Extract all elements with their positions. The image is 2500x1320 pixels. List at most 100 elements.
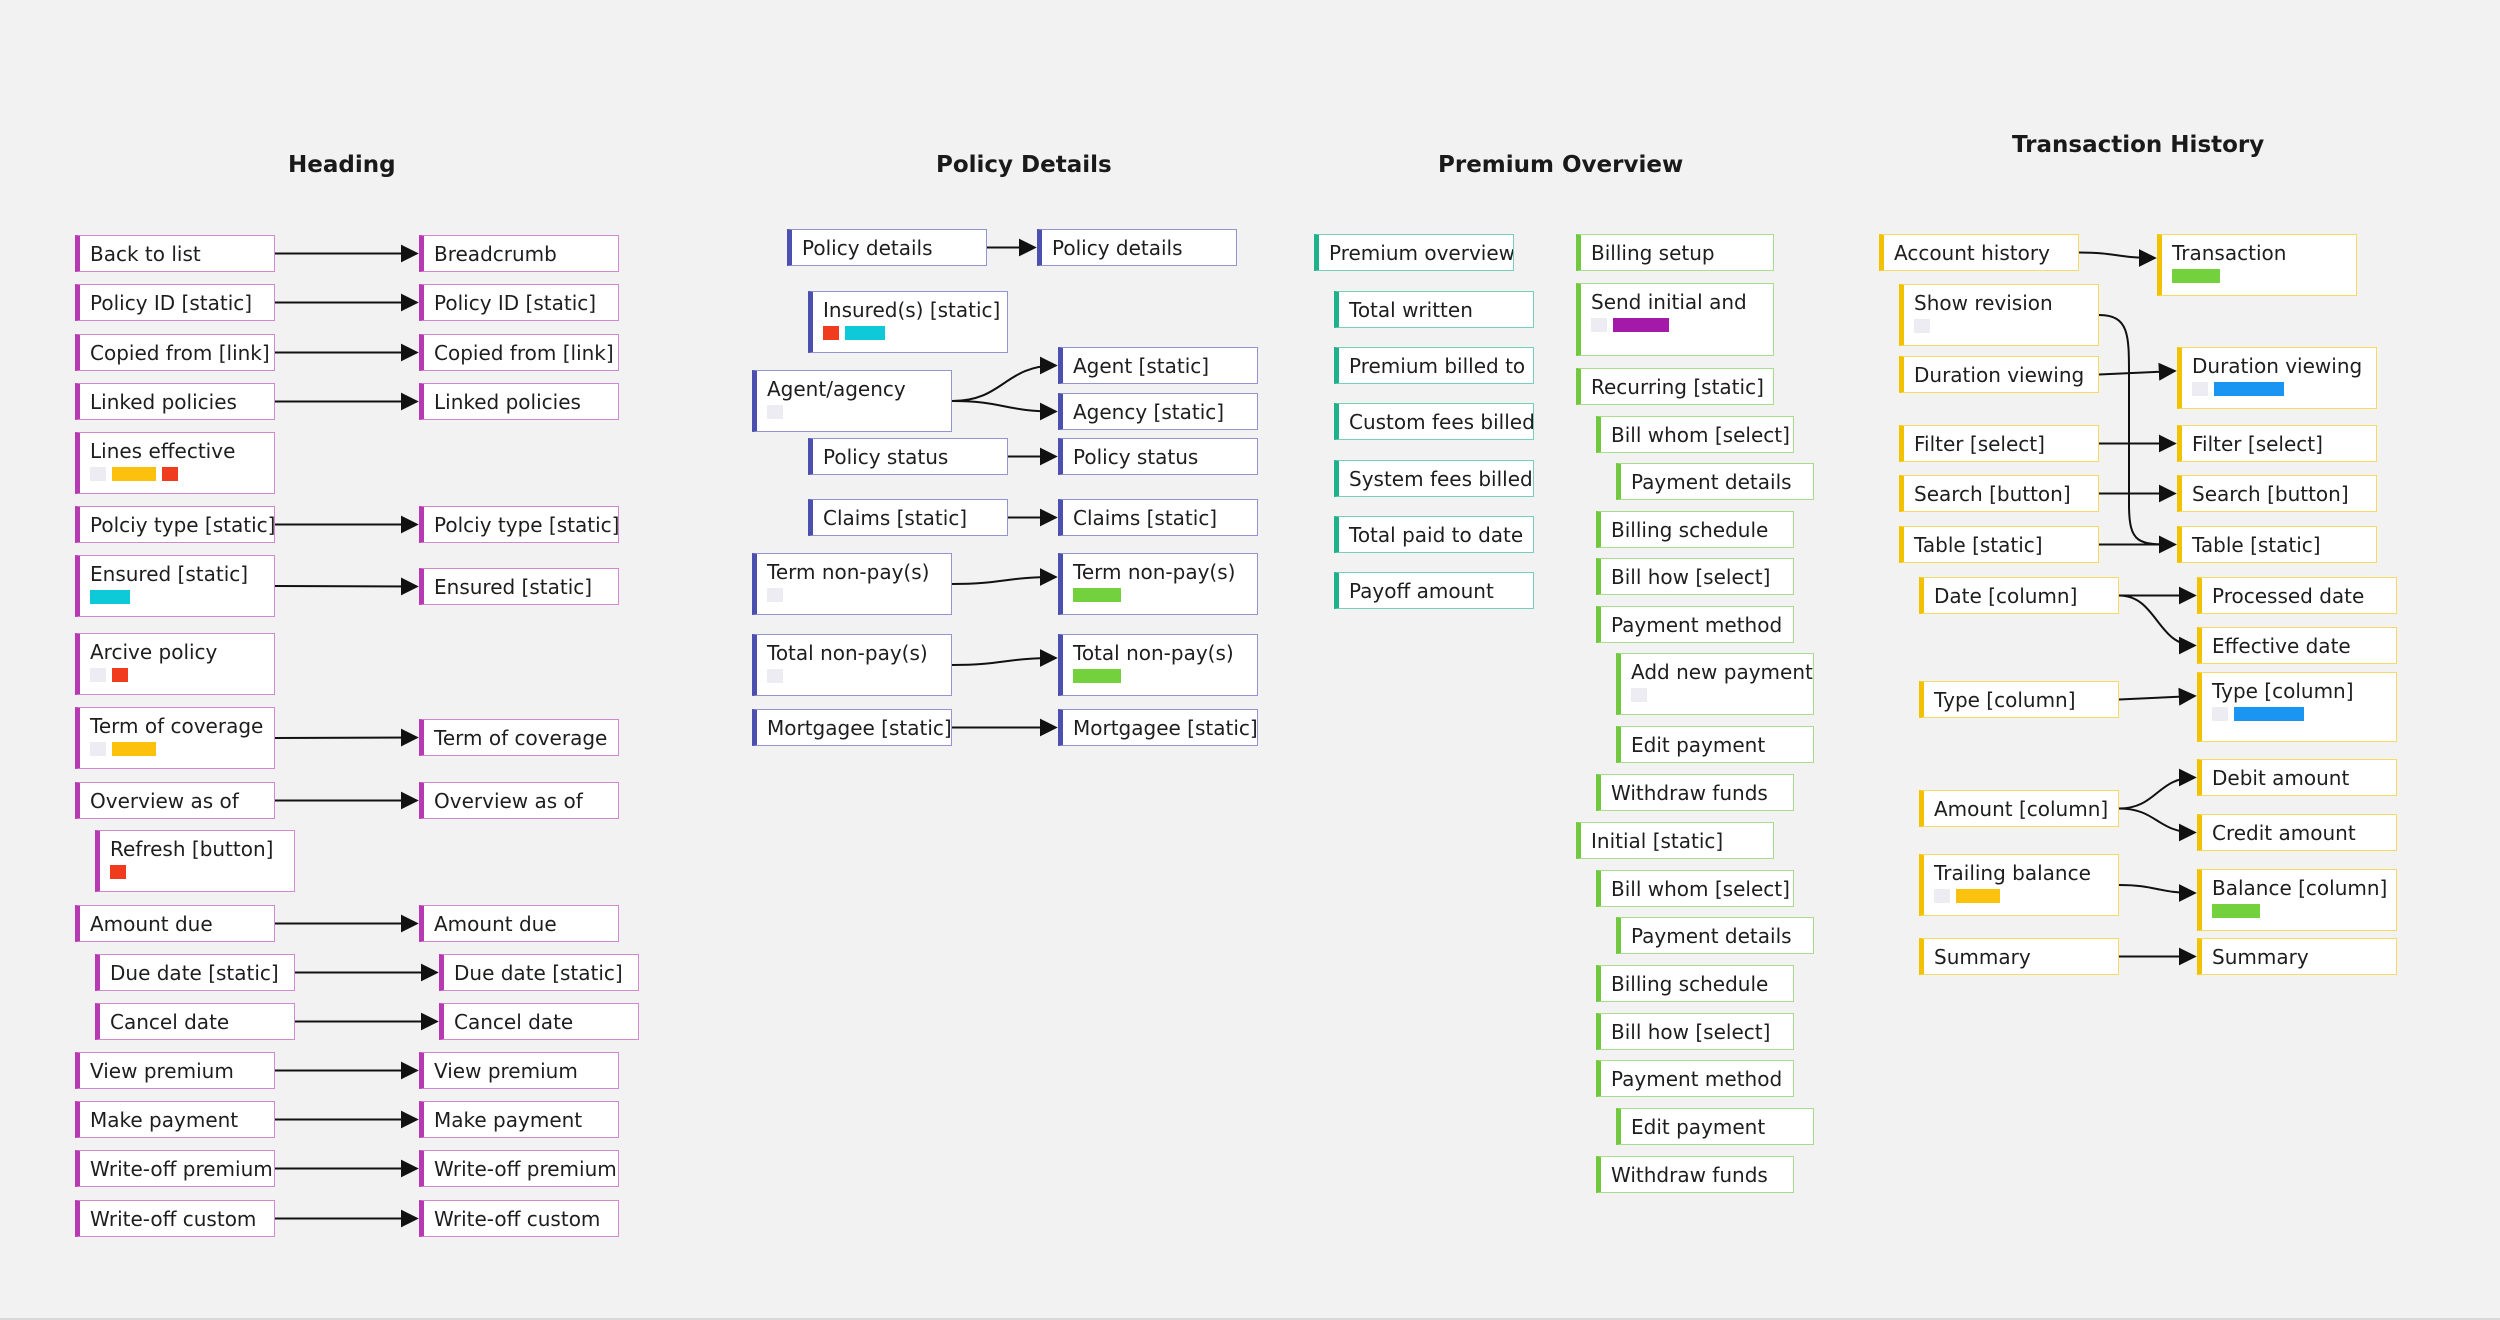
node-h4r[interactable]: Linked policies — [419, 383, 619, 420]
node-m7[interactable]: Payoff amount — [1334, 572, 1534, 609]
node-t11r[interactable]: Summary — [2197, 938, 2397, 975]
node-t8r[interactable]: Type [column] — [2197, 672, 2397, 742]
node-h7r[interactable]: Ensured [static] — [419, 568, 619, 605]
node-h17[interactable]: Write-off premium — [75, 1150, 275, 1187]
node-h3r[interactable]: Copied from [link] — [419, 334, 619, 371]
node-h1[interactable]: Back to list — [75, 235, 275, 272]
node-h3[interactable]: Copied from [link] — [75, 334, 275, 371]
node-b1[interactable]: Billing setup — [1576, 234, 1774, 271]
node-b17[interactable]: Payment method — [1596, 1060, 1794, 1097]
node-t6r[interactable]: Table [static] — [2177, 526, 2377, 563]
node-m3[interactable]: Premium billed to — [1334, 347, 1534, 384]
node-p7[interactable]: Total non-pay(s) — [752, 634, 952, 696]
node-h13r[interactable]: Due date [static] — [439, 954, 639, 991]
node-t8[interactable]: Type [column] — [1919, 681, 2119, 718]
node-h12[interactable]: Amount due — [75, 905, 275, 942]
node-p1[interactable]: Policy details — [787, 229, 987, 266]
node-h8[interactable]: Arcive policy — [75, 633, 275, 695]
node-h9[interactable]: Term of coverage — [75, 707, 275, 769]
node-h12r[interactable]: Amount due — [419, 905, 619, 942]
node-h18r[interactable]: Write-off custom — [419, 1200, 619, 1237]
node-b12[interactable]: Initial [static] — [1576, 822, 1774, 859]
node-t9[interactable]: Amount [column] — [1919, 790, 2119, 827]
node-t3r[interactable]: Duration viewing — [2177, 347, 2377, 409]
node-t7b[interactable]: Effective date — [2197, 627, 2397, 664]
node-t10[interactable]: Trailing balance — [1919, 854, 2119, 916]
node-t10r[interactable]: Balance [column] — [2197, 869, 2397, 931]
node-p3b[interactable]: Agency [static] — [1058, 393, 1258, 430]
node-h6[interactable]: Polciy type [static] — [75, 506, 275, 543]
node-t4[interactable]: Filter [select] — [1899, 425, 2099, 462]
node-b5[interactable]: Payment details — [1616, 463, 1814, 500]
node-b7[interactable]: Bill how [select] — [1596, 558, 1794, 595]
node-h7[interactable]: Ensured [static] — [75, 555, 275, 617]
node-p8[interactable]: Mortgagee [static] — [752, 709, 952, 746]
node-h4[interactable]: Linked policies — [75, 383, 275, 420]
node-b11[interactable]: Withdraw funds — [1596, 774, 1794, 811]
node-t6[interactable]: Table [static] — [1899, 526, 2099, 563]
node-label: Withdraw funds — [1611, 1163, 1768, 1187]
node-p2[interactable]: Insured(s) [static] — [808, 291, 1008, 353]
node-b8[interactable]: Payment method — [1596, 606, 1794, 643]
node-t9a[interactable]: Debit amount — [2197, 759, 2397, 796]
node-p4[interactable]: Policy status — [808, 438, 1008, 475]
node-t7[interactable]: Date [column] — [1919, 577, 2119, 614]
node-b18[interactable]: Edit payment — [1616, 1108, 1814, 1145]
node-b4[interactable]: Bill whom [select] — [1596, 416, 1794, 453]
node-t11[interactable]: Summary — [1919, 938, 2119, 975]
node-h15r[interactable]: View premium — [419, 1052, 619, 1089]
node-b6[interactable]: Billing schedule — [1596, 511, 1794, 548]
node-h2r[interactable]: Policy ID [static] — [419, 284, 619, 321]
node-m2[interactable]: Total written — [1334, 291, 1534, 328]
node-h5[interactable]: Lines effective — [75, 432, 275, 494]
node-b10[interactable]: Edit payment — [1616, 726, 1814, 763]
node-h1r[interactable]: Breadcrumb — [419, 235, 619, 272]
node-t5r[interactable]: Search [button] — [2177, 475, 2377, 512]
node-t3[interactable]: Duration viewing — [1899, 356, 2099, 393]
node-t2[interactable]: Show revision — [1899, 284, 2099, 346]
node-m6[interactable]: Total paid to date — [1334, 516, 1534, 553]
node-p8r[interactable]: Mortgagee [static] — [1058, 709, 1258, 746]
node-h10[interactable]: Overview as of — [75, 782, 275, 819]
node-p7r[interactable]: Total non-pay(s) — [1058, 634, 1258, 696]
node-b15[interactable]: Billing schedule — [1596, 965, 1794, 1002]
node-b13[interactable]: Bill whom [select] — [1596, 870, 1794, 907]
node-p5[interactable]: Claims [static] — [808, 499, 1008, 536]
node-h11[interactable]: Refresh [button] — [95, 830, 295, 892]
node-h18[interactable]: Write-off custom — [75, 1200, 275, 1237]
node-t9b[interactable]: Credit amount — [2197, 814, 2397, 851]
node-p3[interactable]: Agent/agency — [752, 370, 952, 432]
node-t4r[interactable]: Filter [select] — [2177, 425, 2377, 462]
node-b9[interactable]: Add new payment — [1616, 653, 1814, 715]
node-p4r[interactable]: Policy status — [1058, 438, 1258, 475]
node-p6[interactable]: Term non-pay(s) — [752, 553, 952, 615]
node-t1[interactable]: Account history — [1879, 234, 2079, 271]
node-h2[interactable]: Policy ID [static] — [75, 284, 275, 321]
node-h10r[interactable]: Overview as of — [419, 782, 619, 819]
node-h16[interactable]: Make payment — [75, 1101, 275, 1138]
node-b2[interactable]: Send initial and — [1576, 283, 1774, 356]
node-h13[interactable]: Due date [static] — [95, 954, 295, 991]
node-h9r[interactable]: Term of coverage — [419, 719, 619, 756]
node-h14[interactable]: Cancel date — [95, 1003, 295, 1040]
node-h16r[interactable]: Make payment — [419, 1101, 619, 1138]
node-b19[interactable]: Withdraw funds — [1596, 1156, 1794, 1193]
node-p6r[interactable]: Term non-pay(s) — [1058, 553, 1258, 615]
node-t5[interactable]: Search [button] — [1899, 475, 2099, 512]
node-m5[interactable]: System fees billed — [1334, 460, 1534, 497]
node-b16[interactable]: Bill how [select] — [1596, 1013, 1794, 1050]
node-p3a[interactable]: Agent [static] — [1058, 347, 1258, 384]
node-b14[interactable]: Payment details — [1616, 917, 1814, 954]
node-m1[interactable]: Premium overview — [1314, 234, 1514, 271]
node-h17r[interactable]: Write-off premium — [419, 1150, 619, 1187]
node-b3[interactable]: Recurring [static] — [1576, 368, 1774, 405]
node-m4[interactable]: Custom fees billed — [1334, 403, 1534, 440]
node-t1r[interactable]: Transaction — [2157, 234, 2357, 296]
node-h14r[interactable]: Cancel date — [439, 1003, 639, 1040]
node-p1r[interactable]: Policy details — [1037, 229, 1237, 266]
node-t7a[interactable]: Processed date — [2197, 577, 2397, 614]
node-h6r[interactable]: Polciy type [static] — [419, 506, 619, 543]
node-label: Copied from [link] — [434, 341, 614, 365]
node-p5r[interactable]: Claims [static] — [1058, 499, 1258, 536]
node-h15[interactable]: View premium — [75, 1052, 275, 1089]
